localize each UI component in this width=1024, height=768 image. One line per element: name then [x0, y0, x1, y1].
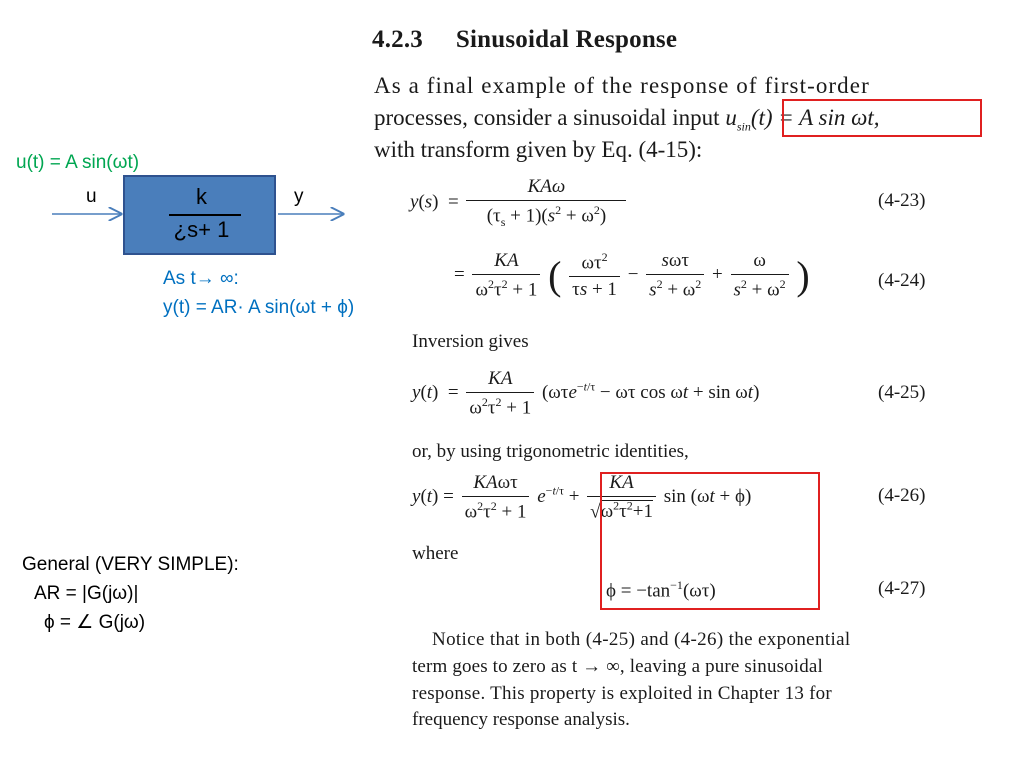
eq-number-4-25: (4-25): [878, 382, 926, 403]
where-text: where: [412, 543, 459, 564]
notice-line-1: Notice that in both (4-25) and (4-26) th…: [432, 629, 851, 650]
phase-rule: ϕ = ∠ G(jω): [44, 612, 146, 633]
sinusoidal-input-expression: usin(t) = A sin ωt,: [725, 105, 880, 134]
section-title: Sinusoidal Response: [455, 26, 678, 53]
block-fraction-bar: [169, 214, 241, 216]
equation-4-27: ϕ = −tan−1(ωτ): [606, 578, 716, 602]
notice-line-4: frequency response analysis.: [412, 709, 630, 730]
intro-line-3: with transform given by Eq. (4-15):: [374, 137, 703, 162]
transfer-function-block: k ¿s+ 1: [123, 175, 276, 255]
eq-number-4-23: (4-23): [878, 190, 926, 211]
block-denominator: ¿s+ 1: [173, 217, 230, 242]
input-highlight-box: [782, 99, 982, 137]
inversion-text: Inversion gives: [412, 331, 529, 352]
limit-condition: As t→ ∞:: [163, 268, 239, 289]
eq-number-4-24: (4-24): [878, 270, 926, 291]
eq-number-4-27: (4-27): [878, 578, 926, 599]
input-signal-label: u(t) = A sin(ωt): [16, 152, 140, 173]
intro-line-2: processes, consider a sinusoidal input u…: [374, 105, 880, 134]
eq-number-4-26: (4-26): [878, 485, 926, 506]
general-heading: General (VERY SIMPLE):: [22, 554, 239, 575]
intro-line-1: As a final example of the response of fi…: [374, 73, 870, 98]
notice-line-2: term goes to zero as t → ∞, leaving a pu…: [412, 656, 823, 677]
output-arrow-label: y: [294, 186, 304, 207]
section-heading: 4.2.3 Sinusoidal Response: [372, 26, 677, 54]
block-numerator: k: [196, 184, 207, 209]
section-number: 4.2.3: [372, 26, 423, 53]
notice-line-3: response. This property is exploited in …: [412, 683, 832, 704]
equation-4-23: y(s) = KAω(τs + 1)(s2 + ω2): [410, 176, 629, 230]
amplitude-ratio-rule: AR = |G(jω)|: [34, 583, 139, 604]
trig-identities-text: or, by using trigonometric identities,: [412, 441, 689, 462]
input-arrow-label: u: [86, 186, 97, 207]
signal-arrows: [52, 0, 360, 260]
steady-state-output: y(t) = AR· A sin(ωt + ϕ): [163, 297, 355, 318]
result-highlight-box: [600, 472, 820, 610]
